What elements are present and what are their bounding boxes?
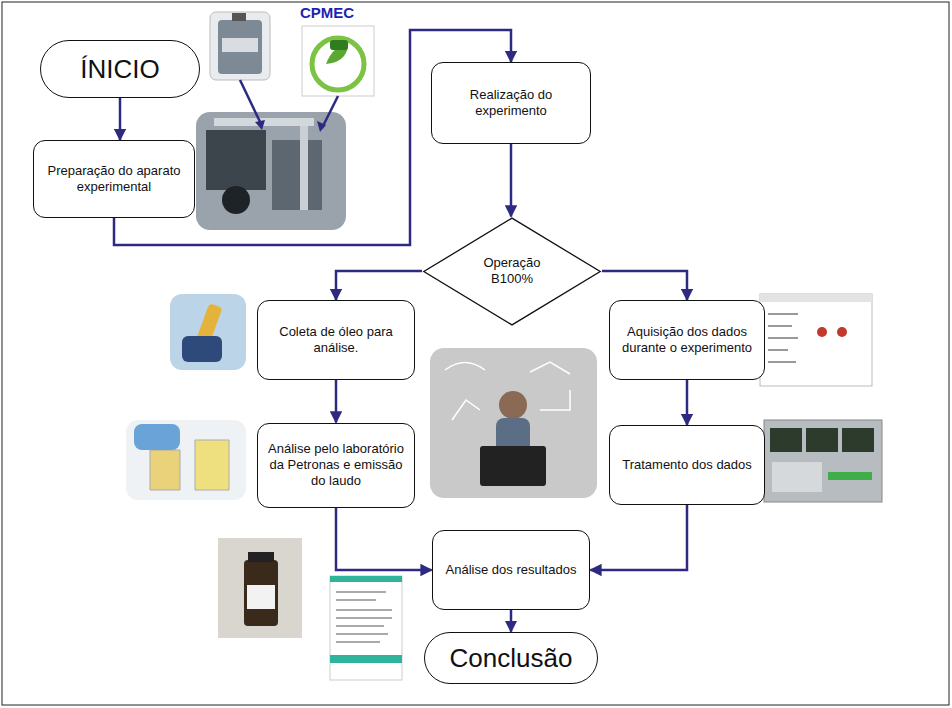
process-box: Tratamento dos dados <box>609 425 765 505</box>
node-text: Coleta de óleo para análise. <box>258 318 414 363</box>
process-box: Aquisição dos dados durante o experiment… <box>609 300 765 380</box>
node-text: Conclusão <box>442 636 581 681</box>
process-box: Análise dos resultados <box>432 530 591 610</box>
node-text: Tratamento dos dados <box>614 451 760 479</box>
node-text: Realização do experimento <box>432 81 590 126</box>
flow-arrow <box>510 144 513 217</box>
biodiesel-photo <box>302 26 374 96</box>
analysis-photo <box>430 348 597 498</box>
flow-arrow <box>602 271 687 300</box>
process-box: Análise pelo laboratório da Petronas e e… <box>257 423 415 508</box>
flow-arrow <box>119 98 122 140</box>
node-text: Análise dos resultados <box>438 556 585 584</box>
process-box: Preparação do aparato experimental <box>33 140 195 218</box>
decision-diamond: Operação B100% <box>422 217 602 326</box>
node-text: Análise pelo laboratório da Petronas e e… <box>258 435 414 496</box>
project-label: CPMEC <box>300 4 354 21</box>
node-text: Preparação do aparato experimental <box>34 157 194 202</box>
start-terminal: ÍNICIO <box>40 40 200 98</box>
image-arrow <box>240 80 338 128</box>
flow-arrow <box>510 610 513 632</box>
end-terminal: Conclusão <box>424 632 598 685</box>
software-screenshot <box>760 294 872 386</box>
lab-report <box>330 576 402 680</box>
flow-arrow <box>686 380 689 425</box>
flow-arrow <box>590 505 687 570</box>
process-box: Coleta de óleo para análise. <box>257 300 415 380</box>
engine-photo <box>196 112 346 230</box>
node-text: Operação B100% <box>467 249 557 294</box>
node-text: Aquisição dos dados durante o experiment… <box>610 318 764 363</box>
flow-arrow <box>335 380 338 423</box>
labview-screenshot <box>764 420 882 502</box>
lab-photo <box>126 420 246 500</box>
flow-arrow <box>336 508 432 571</box>
node-text: ÍNICIO <box>72 47 167 92</box>
oil-can-photo <box>210 12 270 80</box>
process-box: Realização do experimento <box>431 62 591 144</box>
arrowhead <box>317 121 326 132</box>
flow-arrow <box>336 271 422 300</box>
arrowhead <box>255 120 265 130</box>
oil-sample-photo <box>170 294 246 370</box>
oil-bottle-photo <box>218 538 302 638</box>
